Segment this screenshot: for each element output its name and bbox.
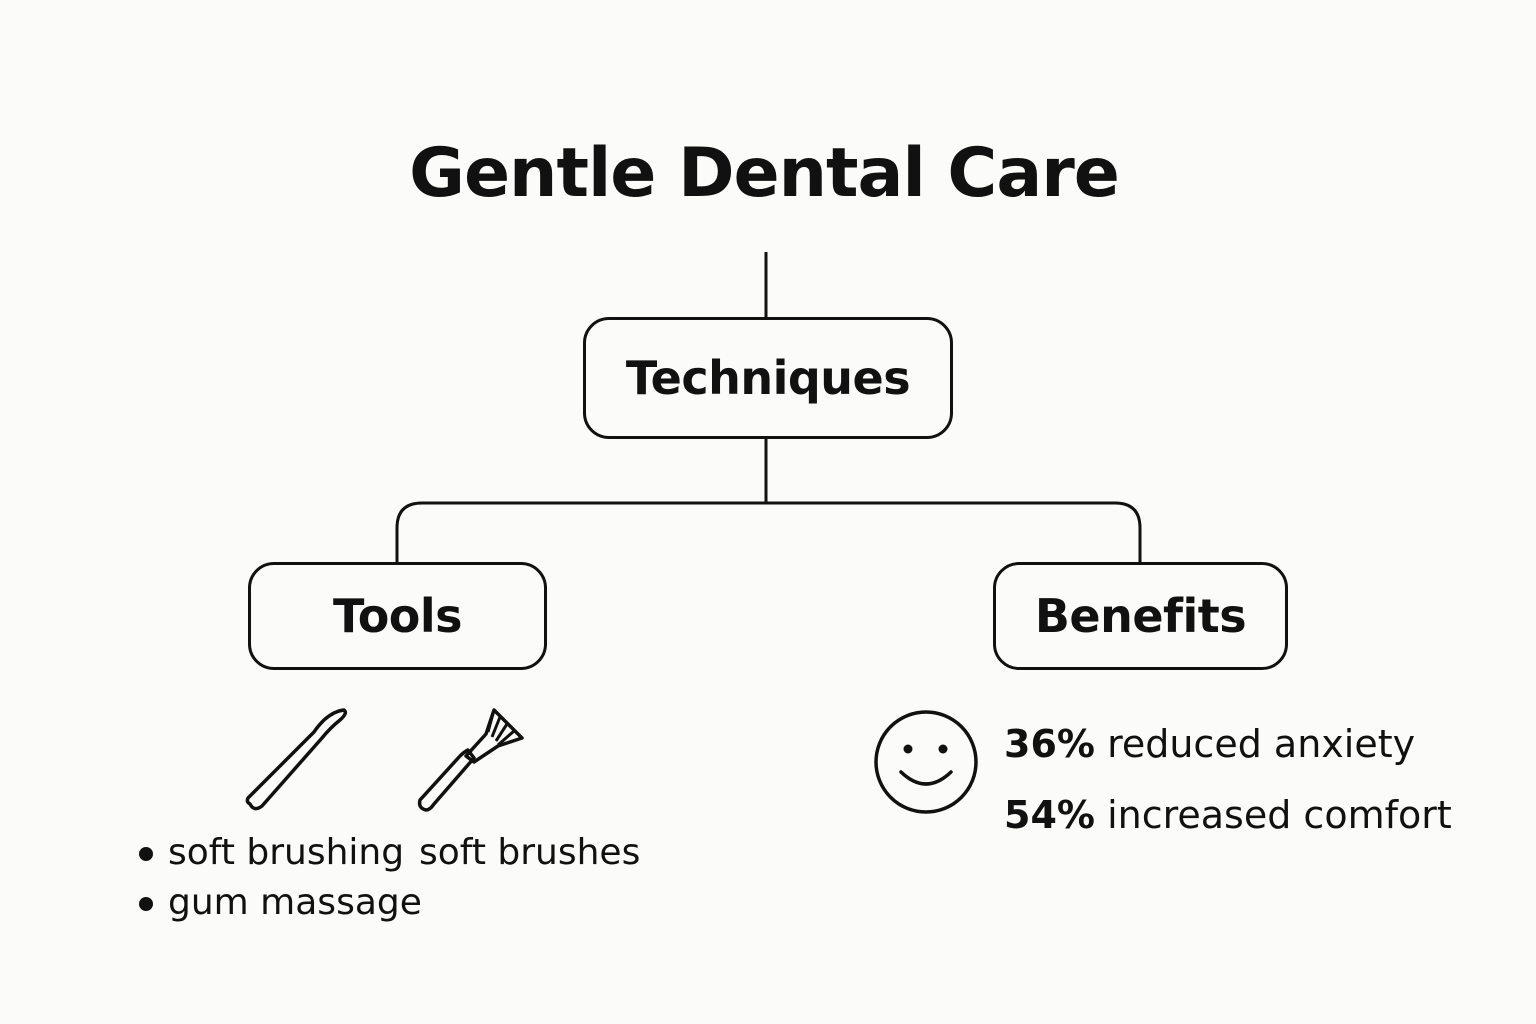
node-benefits: Benefits — [993, 562, 1288, 670]
node-tools-label: Tools — [332, 589, 463, 643]
toothbrush-icon — [417, 708, 524, 812]
dental-probe-icon — [245, 708, 348, 811]
node-benefits-label: Benefits — [1034, 589, 1247, 643]
stat-value: 36% — [1004, 722, 1095, 766]
smiley-face-icon — [874, 710, 978, 814]
stat-label: reduced anxiety — [1107, 722, 1416, 766]
technique-item-gum-massage: gum massage — [168, 882, 422, 923]
stat-increased-comfort: 54% increased comfort — [1004, 792, 1452, 838]
bullet-dot — [139, 847, 153, 861]
connector-branches — [395, 501, 1142, 562]
technique-item-soft-brushing: soft brushing — [168, 832, 405, 873]
stat-value: 54% — [1004, 793, 1095, 837]
stat-reduced-anxiety: 36% reduced anxiety — [1004, 721, 1415, 767]
diagram-title: Gentle Dental Care — [409, 134, 1120, 213]
tool-label-soft-brushes: soft brushes — [419, 832, 641, 873]
node-techniques: Techniques — [583, 317, 953, 439]
node-tools: Tools — [248, 562, 547, 670]
bullet-dot — [139, 897, 153, 911]
node-techniques-label: Techniques — [625, 351, 911, 405]
stat-label: increased comfort — [1107, 793, 1452, 837]
